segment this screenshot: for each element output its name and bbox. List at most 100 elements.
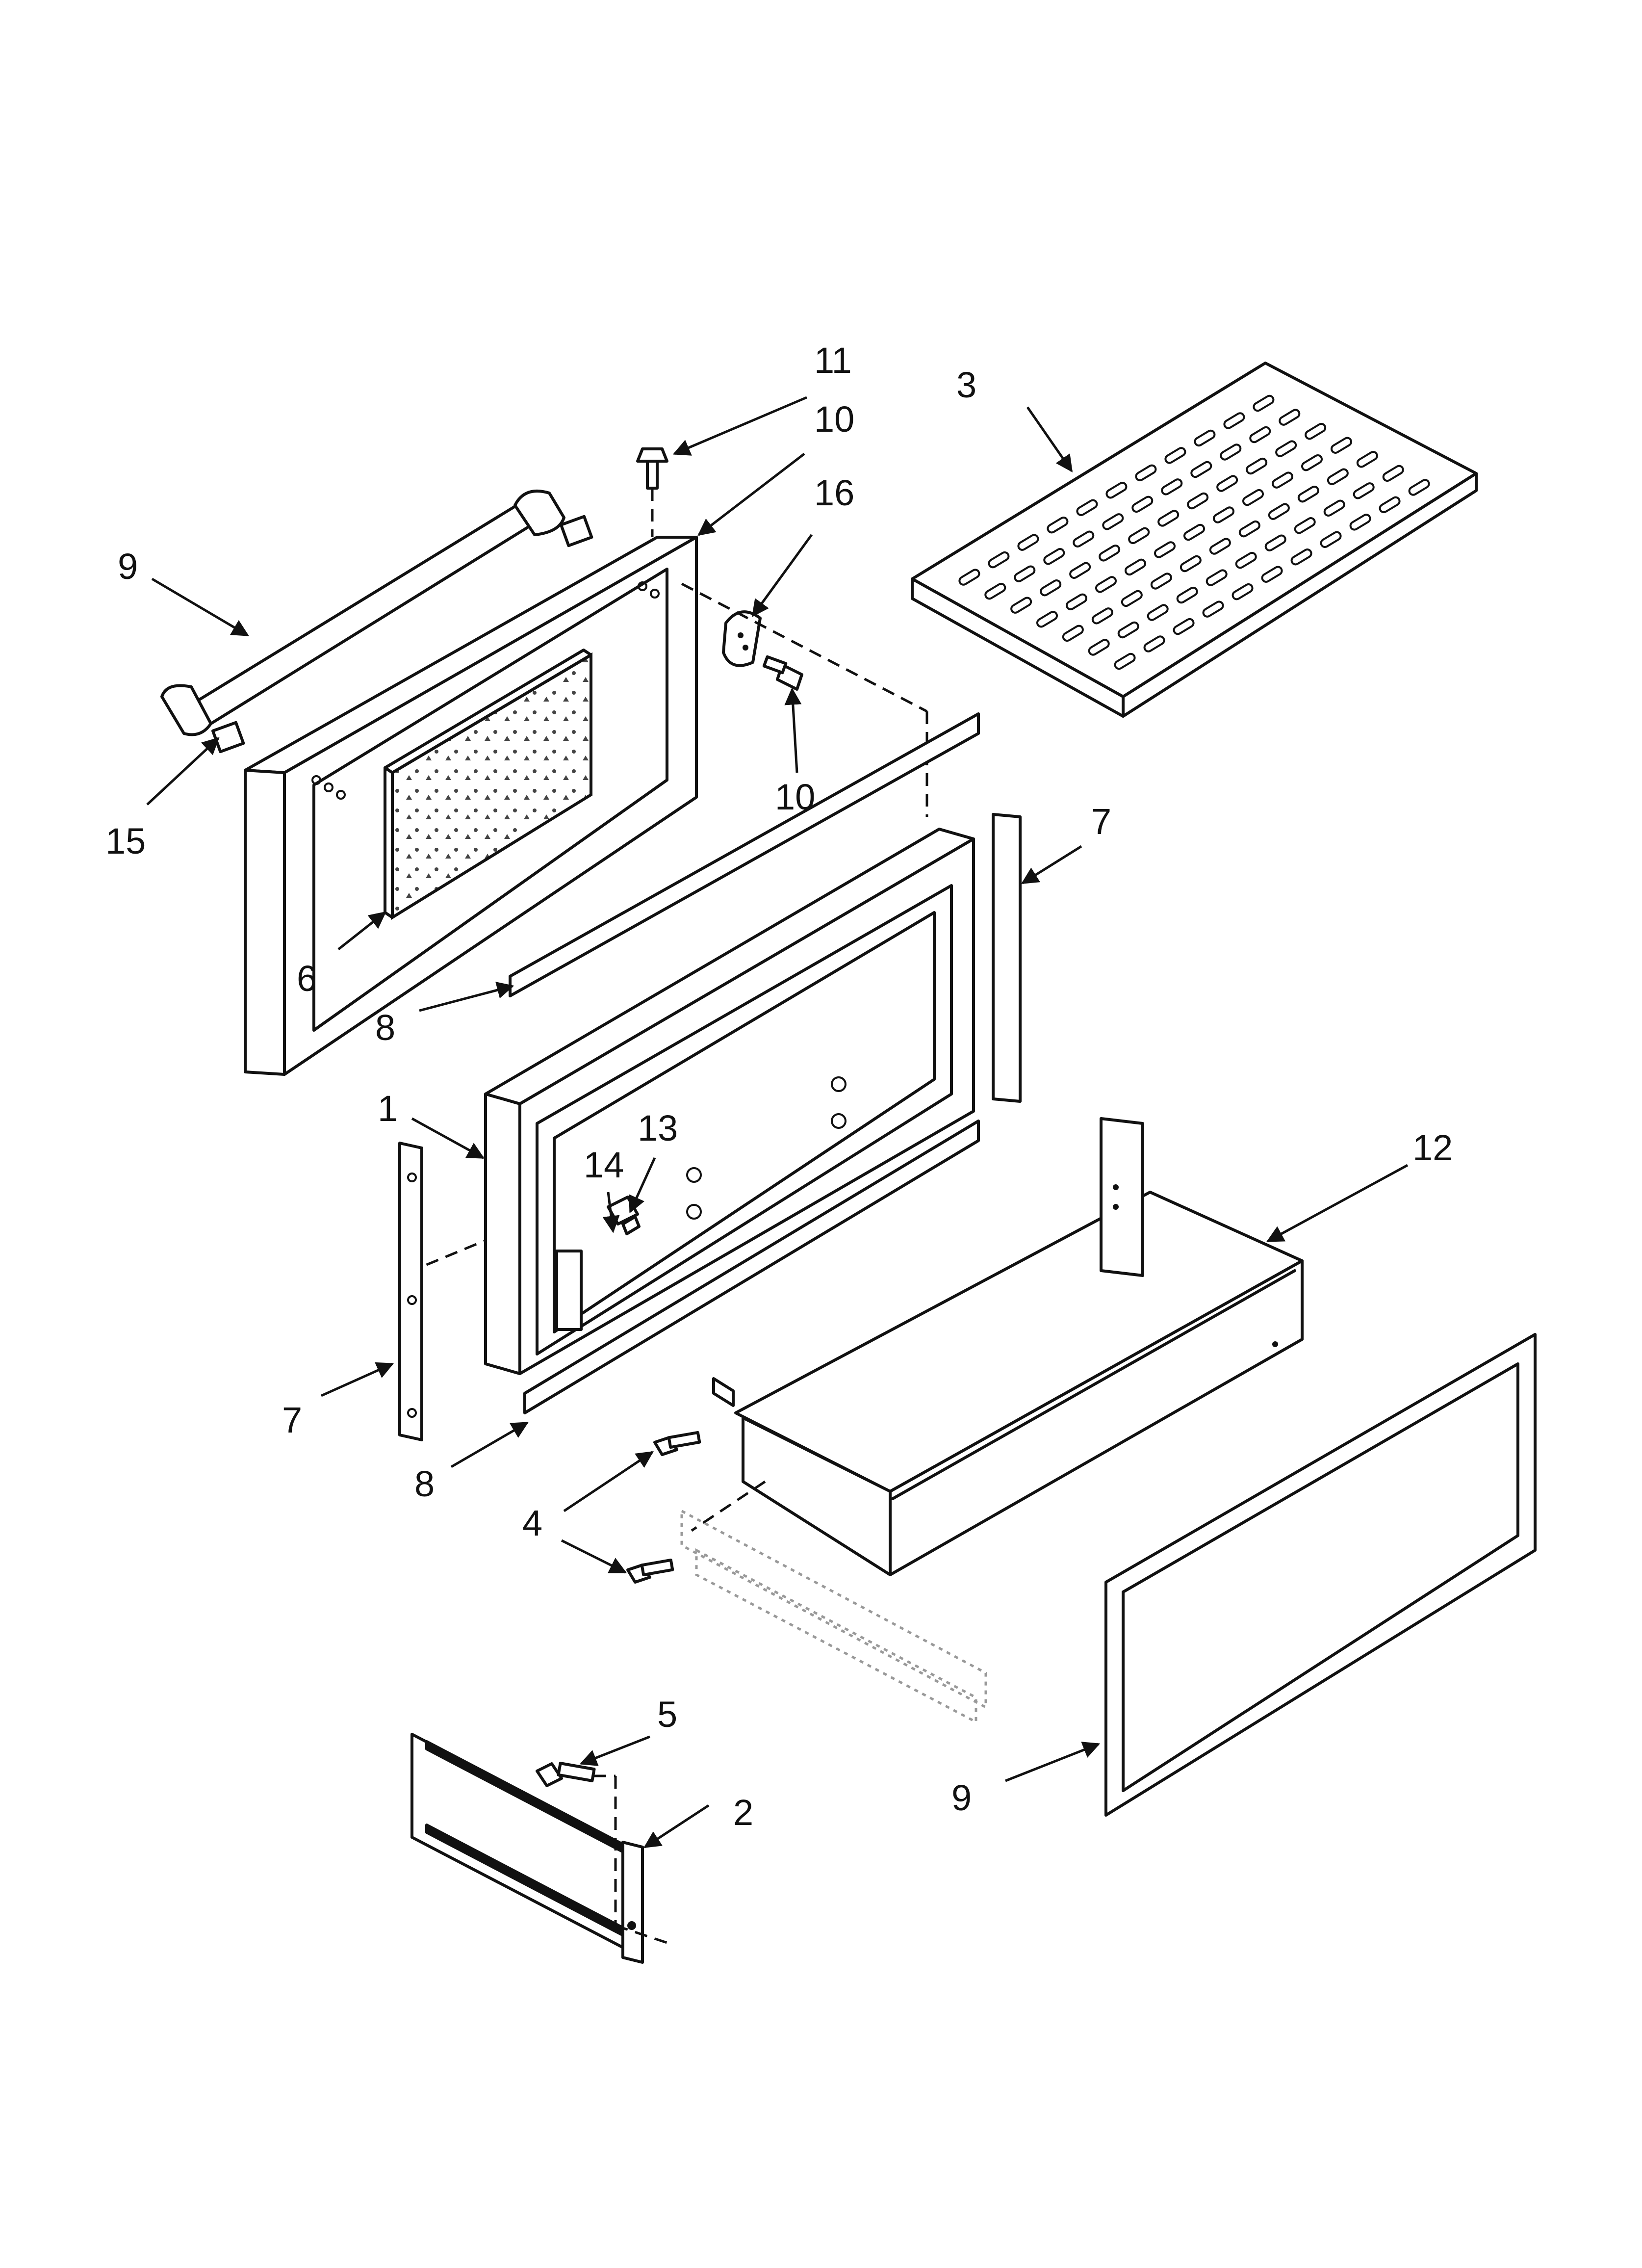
callout-3: 3 <box>956 365 976 405</box>
grate-slot <box>1065 593 1088 611</box>
grate-slot <box>1102 513 1124 530</box>
grate-slot <box>1124 558 1147 576</box>
grate-slot <box>1294 517 1316 534</box>
leader-lines <box>146 396 1409 1849</box>
callout-2: 2 <box>733 1792 753 1833</box>
grate-slot <box>1062 625 1084 642</box>
grate-slot <box>1320 531 1342 548</box>
grate-slot <box>1131 495 1154 513</box>
callout-12: 10 <box>814 399 854 440</box>
grate-slot <box>1305 422 1327 440</box>
grate-slot <box>1290 548 1312 566</box>
grate-slot <box>1209 538 1231 555</box>
grate-slot <box>1036 611 1058 628</box>
grate-slot <box>1154 541 1176 558</box>
grate-slot <box>1088 639 1110 656</box>
side-strips <box>398 813 1022 1441</box>
grate-slot <box>1408 479 1430 496</box>
grate-slot <box>1253 394 1275 412</box>
callout-9: 9 <box>951 1777 972 1818</box>
callout-1: 1 <box>378 1088 398 1129</box>
grate-slot <box>1202 600 1224 618</box>
grate-slot <box>1076 499 1098 516</box>
grate-slot <box>1128 527 1150 545</box>
grate-slot <box>1379 496 1401 514</box>
grate-slot <box>1327 468 1349 485</box>
callout-11: 9 <box>118 546 138 587</box>
callout-7-left: 7 <box>282 1400 302 1440</box>
grate-slot <box>1356 451 1378 468</box>
grate-slot <box>1190 461 1212 478</box>
grate-slot <box>1014 565 1036 582</box>
grate-slot <box>1220 443 1242 461</box>
callout-10: 10 <box>775 777 815 817</box>
grate-slot <box>1249 426 1271 443</box>
grate-slot <box>1043 548 1065 565</box>
callout-5: 5 <box>657 1694 677 1735</box>
grate-slot <box>1099 545 1121 562</box>
grate-slot <box>1091 607 1113 625</box>
grate <box>911 362 1478 718</box>
grate-slot <box>1187 492 1209 510</box>
drawer-slide-ghost <box>680 1509 987 1724</box>
grate-slot <box>1235 551 1257 569</box>
grate-slot <box>1069 562 1091 579</box>
grate-slot <box>1121 590 1143 607</box>
grate-slot <box>1353 482 1375 499</box>
grate-slot <box>1161 478 1183 495</box>
grate-slot <box>1017 534 1039 551</box>
outer-door-panel <box>244 536 698 1076</box>
inner-door <box>484 828 975 1375</box>
grate-slot <box>1143 635 1165 652</box>
grate-slot <box>1114 652 1136 670</box>
grate-slot <box>1212 506 1235 523</box>
callout-8-upper: 8 <box>375 1007 395 1048</box>
grate-slot <box>1176 586 1198 604</box>
callout-8-lower: 8 <box>414 1463 435 1504</box>
grate-slot <box>1180 555 1202 573</box>
grate-slot <box>1223 412 1245 429</box>
kick-plate <box>410 1733 667 1964</box>
grate-slot <box>1183 523 1206 541</box>
grate-slot <box>1330 437 1353 454</box>
callout-13: 11 <box>814 340 852 381</box>
grate-slot <box>1246 457 1268 475</box>
grate-slot <box>1271 471 1294 489</box>
grate-slot <box>1105 482 1128 499</box>
callout-4: 4 <box>522 1503 542 1543</box>
callout-18: 16 <box>814 472 854 513</box>
handle <box>160 489 593 754</box>
grate-slot <box>1242 489 1264 506</box>
grate-slot <box>1194 429 1216 447</box>
grate-slot <box>1173 618 1195 635</box>
grate-slot <box>1135 464 1157 482</box>
grate-slot <box>1216 475 1238 492</box>
grate-slot <box>1040 579 1062 597</box>
grate-slot <box>1264 534 1286 551</box>
grate-slot <box>958 569 980 586</box>
grate-slot <box>1047 516 1069 534</box>
grate-slot <box>1301 454 1323 471</box>
grate-slot <box>1261 566 1283 583</box>
grate-slot <box>984 582 1006 600</box>
grate-slot <box>1206 569 1228 586</box>
grate-slot <box>1232 583 1254 600</box>
callout-6: 6 <box>297 958 317 999</box>
grate-slot <box>1238 520 1260 538</box>
callout-15: 13 <box>638 1108 678 1148</box>
rails <box>424 712 980 1414</box>
callout-14: 12 <box>1412 1127 1453 1168</box>
grate-slot <box>1164 447 1186 464</box>
drawer <box>691 1117 1304 1576</box>
callout-7-right: 7 <box>1091 801 1111 842</box>
grate-slot <box>988 551 1010 569</box>
grate-slot <box>1095 576 1117 593</box>
hardware-top <box>636 447 928 817</box>
gasket <box>1104 1333 1537 1817</box>
grate-slot <box>1349 514 1371 531</box>
grate-slot <box>1279 409 1301 426</box>
grate-slot <box>1157 510 1180 527</box>
grate-slot <box>1297 485 1319 503</box>
grate-slot <box>1268 503 1290 520</box>
